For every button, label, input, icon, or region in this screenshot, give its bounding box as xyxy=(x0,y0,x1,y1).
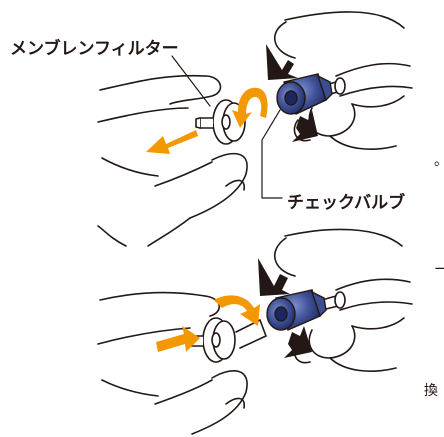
bottom-panel xyxy=(97,228,413,435)
left-hand-bottom xyxy=(97,291,248,435)
press-arrow-top-upper xyxy=(266,44,298,80)
membrane-leader-line xyxy=(171,55,211,107)
push-arrow-bottom xyxy=(156,326,200,352)
press-arrow-bottom-lower xyxy=(284,326,312,358)
cut-off-text-1: 。 xyxy=(434,150,444,170)
cut-off-text-3: 換 xyxy=(424,383,438,399)
check-valve-bottom xyxy=(266,289,327,331)
membrane-filter-label: メンブレンフィルター xyxy=(10,39,179,59)
right-hand-bottom xyxy=(273,228,405,372)
check-valve-top xyxy=(276,73,333,115)
press-arrow-bottom-upper xyxy=(258,258,290,296)
cut-off-text-2: ー xyxy=(434,262,444,278)
rotate-arrow-top xyxy=(232,87,268,128)
arrows-top xyxy=(146,44,318,154)
press-arrow-top-lower xyxy=(292,110,318,142)
membrane-filter-bottom xyxy=(189,317,267,363)
check-valve-leader-line xyxy=(261,109,283,199)
pull-arrow-top xyxy=(146,130,198,154)
tubing-top xyxy=(321,62,413,97)
check-valve-label: チェックバルブ xyxy=(287,193,406,213)
tubing-bottom xyxy=(321,278,413,311)
rotate-arrow-bottom xyxy=(214,295,260,326)
left-hand-top xyxy=(97,74,248,247)
arrows-bottom xyxy=(156,258,312,358)
